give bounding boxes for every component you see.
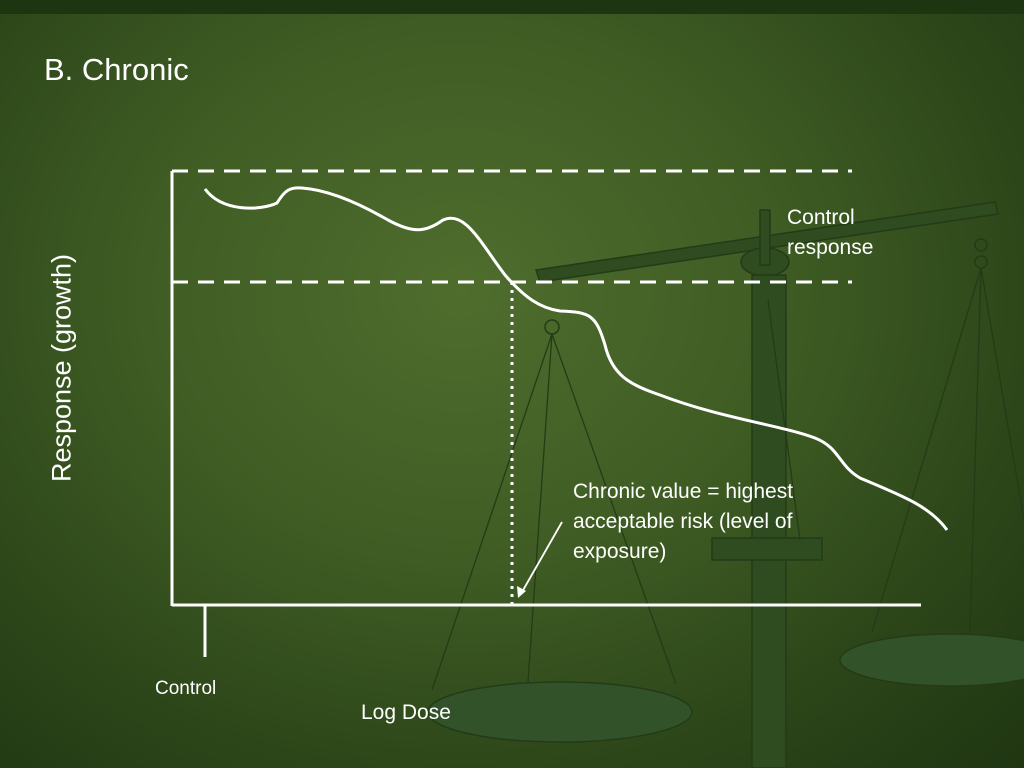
x-axis-label: Log Dose [361, 701, 451, 724]
annotation-arrow-shaft [521, 521, 563, 593]
response-curve [203, 186, 949, 531]
x-origin-label: Control [155, 678, 217, 699]
chronic-value-label: Chronic value = highest acceptable risk … [573, 480, 794, 563]
control-response-label: Control response [787, 206, 874, 259]
annotation-arrow-head [517, 586, 526, 598]
slide-title: B. Chronic [44, 52, 189, 87]
top-band [0, 0, 1024, 14]
